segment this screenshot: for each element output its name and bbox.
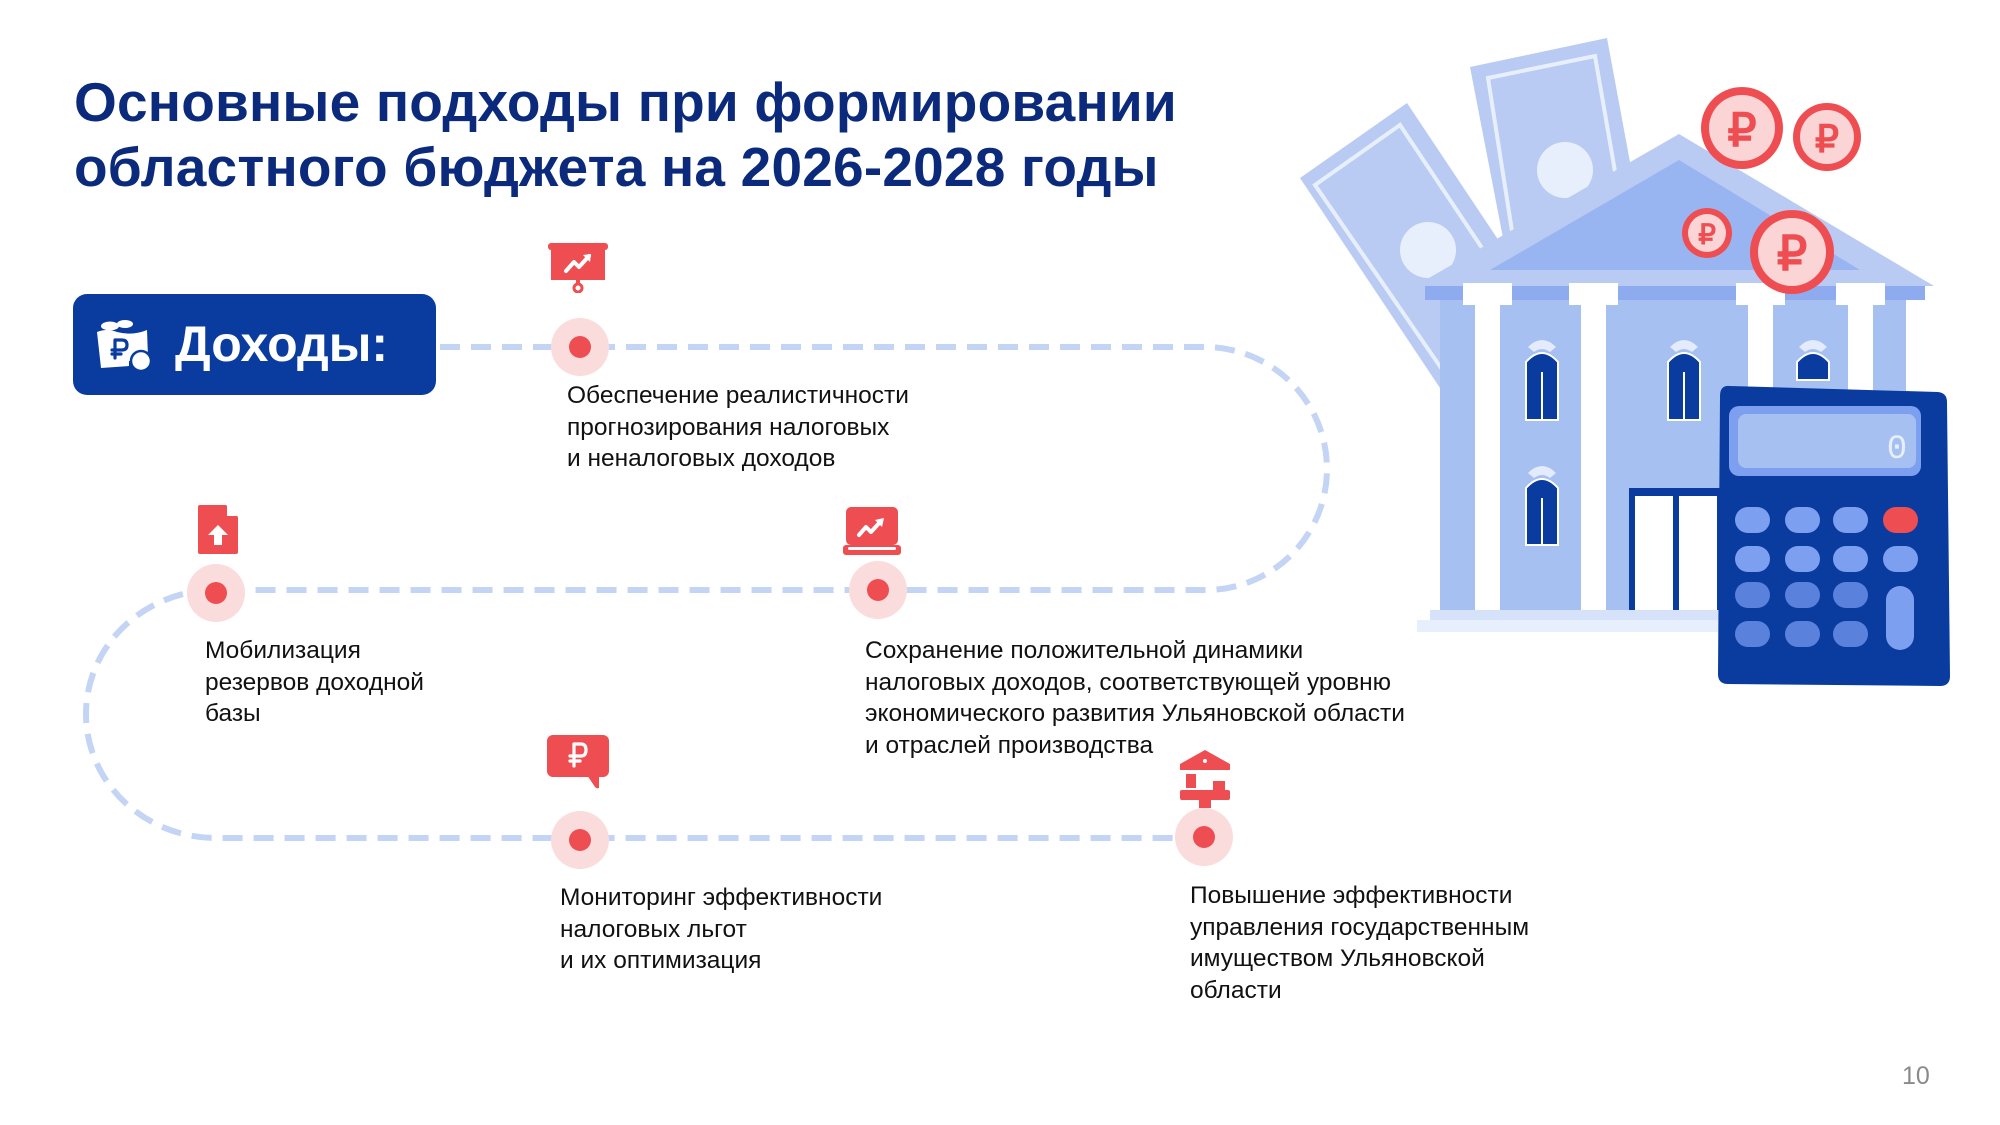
ruble-coin-icon: ₽ bbox=[1750, 210, 1834, 294]
ruble-coin-icon: ₽ bbox=[1682, 208, 1732, 258]
wallet-ruble-icon bbox=[97, 320, 153, 372]
title-line-2: областного бюджета на 2026-2028 годы bbox=[74, 136, 1159, 198]
file-upload-icon bbox=[198, 505, 238, 554]
timeline-node-4 bbox=[551, 811, 609, 869]
step-text-revenue-reserves: Мобилизация резервов доходной базы bbox=[205, 637, 424, 727]
step-text-positive-dynamics: Сохранение положительной динамики налого… bbox=[865, 637, 1405, 759]
timeline-node-1 bbox=[551, 318, 609, 376]
svg-text:₽: ₽ bbox=[1777, 228, 1808, 281]
ruble-chat-icon bbox=[547, 735, 609, 789]
page-title: Основные подходы при формировании област… bbox=[74, 70, 1177, 200]
title-line-1: Основные подходы при формировании bbox=[74, 71, 1177, 133]
timeline-node-5 bbox=[1175, 808, 1233, 866]
step-text-forecast-realism: Обеспечение реалистичности прогнозирован… bbox=[567, 382, 909, 472]
calculator-icon: 0 bbox=[1718, 385, 1950, 686]
svg-text:₽: ₽ bbox=[1815, 119, 1839, 161]
ruble-coin-icon: ₽ bbox=[1793, 103, 1861, 171]
presentation-chart-icon bbox=[548, 243, 608, 293]
page-number: 10 bbox=[1902, 1062, 1930, 1090]
ruble-coin-icon: ₽ bbox=[1701, 87, 1783, 169]
bank-calculator-illustration: ₽ ₽ ₽ ₽ 0 bbox=[1300, 38, 1950, 686]
step-text-tax-benefits: Мониторинг эффективности налоговых льгот… bbox=[560, 884, 883, 974]
income-badge-label: Доходы: bbox=[175, 316, 389, 372]
svg-text:₽: ₽ bbox=[1698, 219, 1716, 250]
svg-text:0: 0 bbox=[1887, 431, 1907, 469]
income-badge: Доходы: bbox=[73, 294, 436, 395]
step-text-state-property: Повышение эффективности управления госуд… bbox=[1190, 882, 1530, 1004]
bank-building-icon bbox=[1180, 750, 1230, 808]
svg-text:₽: ₽ bbox=[1727, 104, 1756, 156]
laptop-chart-icon bbox=[843, 507, 901, 555]
timeline-node-2 bbox=[849, 561, 907, 619]
timeline-node-3 bbox=[187, 564, 245, 622]
